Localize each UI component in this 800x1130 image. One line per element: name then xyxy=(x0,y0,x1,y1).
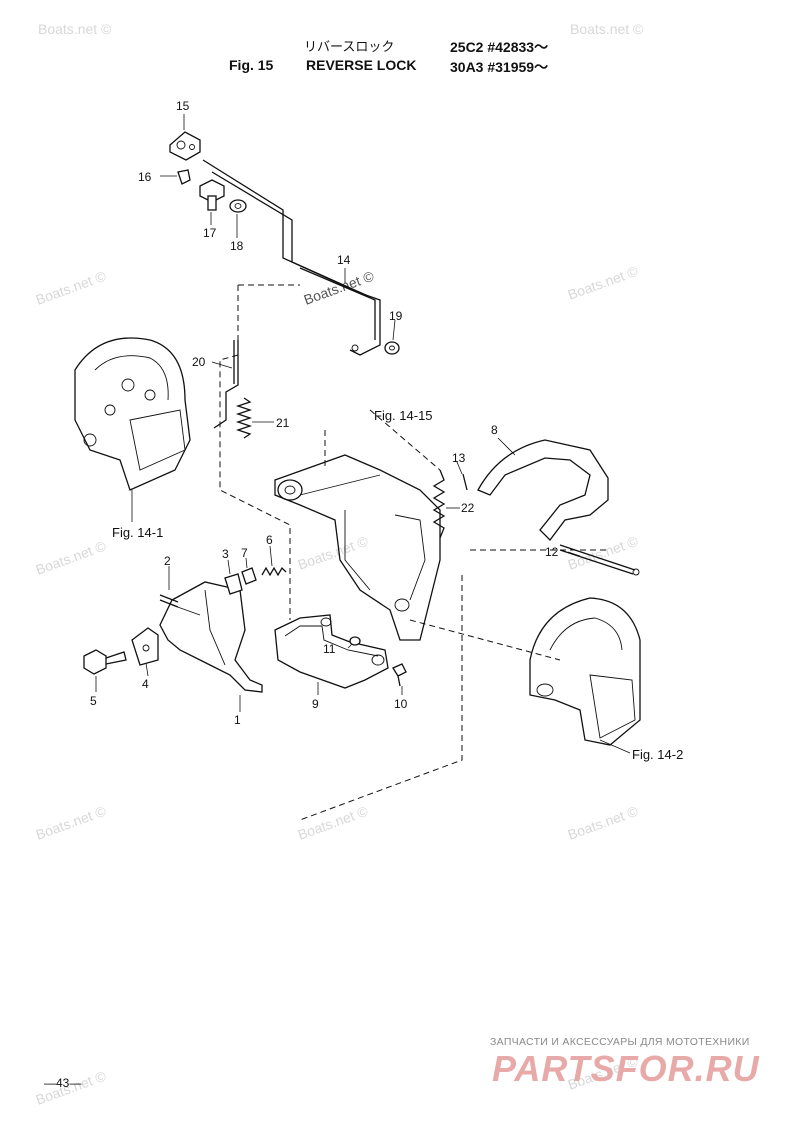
callout-17: 17 xyxy=(203,226,217,240)
figure-number: Fig. 15 xyxy=(229,57,274,73)
part-15-plate xyxy=(169,131,201,161)
callout-13: 13 xyxy=(452,451,466,465)
watermark: Boats.net © xyxy=(566,532,641,572)
part-16-pin xyxy=(177,169,191,185)
callout-3: 3 xyxy=(222,547,229,561)
part-21-spring xyxy=(235,397,253,439)
watermark: Boats.net © xyxy=(296,802,371,842)
part-11-washer xyxy=(349,636,361,646)
part-18-washer xyxy=(229,199,247,213)
callout-2: 2 xyxy=(164,554,171,568)
watermarks: Boats.net © Boats.net © Boats.net © Boat… xyxy=(34,21,644,1108)
leader-lines xyxy=(95,114,631,754)
part-9-u-bracket xyxy=(274,614,389,689)
watermark: Boats.net © xyxy=(570,21,644,37)
housing-fig-14-1 xyxy=(74,337,191,491)
page-number: —43— xyxy=(44,1076,82,1090)
model-range-30a3: 30A3 #31959～ xyxy=(450,59,549,75)
part-4-plate xyxy=(131,627,159,666)
japanese-title: リバースロック xyxy=(304,40,395,55)
part-3-collar xyxy=(224,573,243,595)
watermark: Boats.net © xyxy=(566,802,641,842)
part-10-screw xyxy=(392,663,407,687)
part-6-spring xyxy=(261,566,287,577)
part-14-bracket xyxy=(202,159,381,356)
watermark: Boats.net © xyxy=(566,262,641,302)
callout-20: 20 xyxy=(192,355,206,369)
figure-references: Fig. 14-1 Fig. 14-15 Fig. 14-2 xyxy=(112,408,683,762)
figure-ref-14-15: Fig. 14-15 xyxy=(374,408,433,423)
model-range-25c2: 25C2 #42833～ xyxy=(450,39,549,55)
figure-title: REVERSE LOCK xyxy=(306,57,417,73)
callout-19: 19 xyxy=(389,309,403,323)
part-13-pin xyxy=(462,473,468,491)
part-19-washer xyxy=(384,341,400,355)
footer-brand-logo: PARTSFOR.RU xyxy=(492,1048,760,1089)
watermark: Boats.net © xyxy=(34,537,109,577)
callout-16: 16 xyxy=(138,170,152,184)
footer-tagline: ЗАПЧАСТИ И АКСЕССУАРЫ ДЛЯ МОТОТЕХНИКИ xyxy=(490,1036,750,1048)
figure-ref-14-1: Fig. 14-1 xyxy=(112,525,163,540)
part-8-lever xyxy=(477,439,609,541)
callout-10: 10 xyxy=(394,697,408,711)
callout-21: 21 xyxy=(276,416,290,430)
callout-9: 9 xyxy=(312,697,319,711)
callout-11: 11 xyxy=(323,642,336,656)
assembly-lines xyxy=(219,284,610,821)
callout-4: 4 xyxy=(142,677,149,691)
callout-12: 12 xyxy=(545,545,559,559)
callout-6: 6 xyxy=(266,533,273,547)
callout-14: 14 xyxy=(337,253,351,267)
callout-8: 8 xyxy=(491,423,498,437)
watermark: Boats.net © xyxy=(296,532,371,572)
callout-22: 22 xyxy=(461,501,475,515)
swivel-bracket-fig-14-15 xyxy=(274,454,441,641)
callout-labels: 15 16 17 18 14 19 20 21 13 8 22 12 2 3 7… xyxy=(90,99,559,727)
watermark: Boats.net © xyxy=(34,267,109,307)
part-20-rod xyxy=(213,340,239,429)
part-5-bolt xyxy=(83,649,127,675)
housing-fig-14-2 xyxy=(529,597,641,746)
callout-15: 15 xyxy=(176,99,190,113)
watermark: Boats.net © xyxy=(34,802,109,842)
part-2-pin xyxy=(159,594,179,608)
callout-5: 5 xyxy=(90,694,97,708)
callout-18: 18 xyxy=(230,239,244,253)
watermark: Boats.net © xyxy=(38,21,112,37)
callout-1: 1 xyxy=(234,713,241,727)
part-22-spring xyxy=(432,469,446,539)
figure-ref-14-2: Fig. 14-2 xyxy=(632,747,683,762)
part-12-rod xyxy=(559,544,640,576)
part-17-bolt xyxy=(199,179,225,211)
callout-7: 7 xyxy=(241,546,248,560)
part-1-main-lever xyxy=(159,581,263,693)
part-7-block xyxy=(241,567,257,585)
